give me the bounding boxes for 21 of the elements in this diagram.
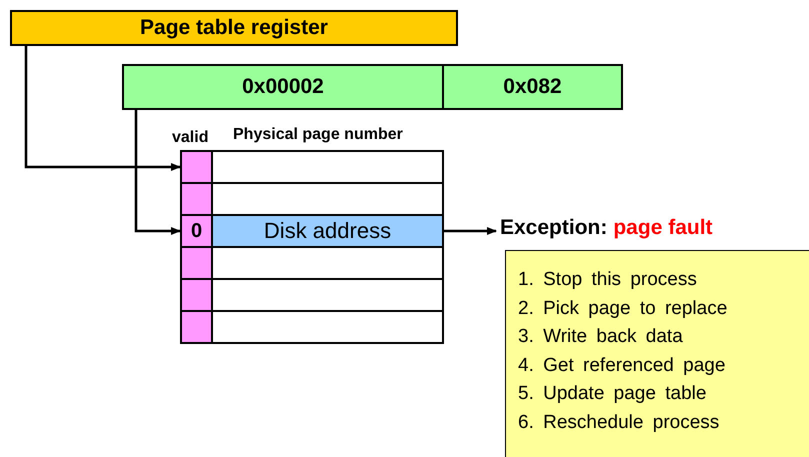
steps-box: [505, 250, 809, 457]
column-header: valid: [172, 129, 208, 147]
fault-type-label: page fault: [613, 216, 713, 239]
exception-label: Exception:: [500, 216, 608, 239]
step-item: 6. Reschedule process: [518, 412, 720, 434]
page-number-field: 0x00002: [122, 64, 444, 110]
arrow: [24, 46, 181, 171]
step-item: 1. Stop this process: [518, 269, 697, 291]
offset-field: 0x082: [442, 64, 623, 110]
arrow: [444, 227, 497, 235]
step-item: 3. Write back data: [518, 326, 683, 348]
step-item: 4. Get referenced page: [518, 354, 726, 376]
step-item: 5. Update page table: [518, 383, 706, 405]
register-box: Page table register: [10, 10, 458, 46]
column-header: Physical page number: [233, 126, 403, 144]
arrow: [134, 110, 181, 235]
page-table-entry: Disk address: [211, 214, 444, 248]
page-table-entry: [211, 310, 444, 344]
step-item: 2. Pick page to replace: [518, 298, 728, 320]
valid-bit-cell: [180, 310, 213, 344]
page-table-entry: [211, 150, 444, 184]
